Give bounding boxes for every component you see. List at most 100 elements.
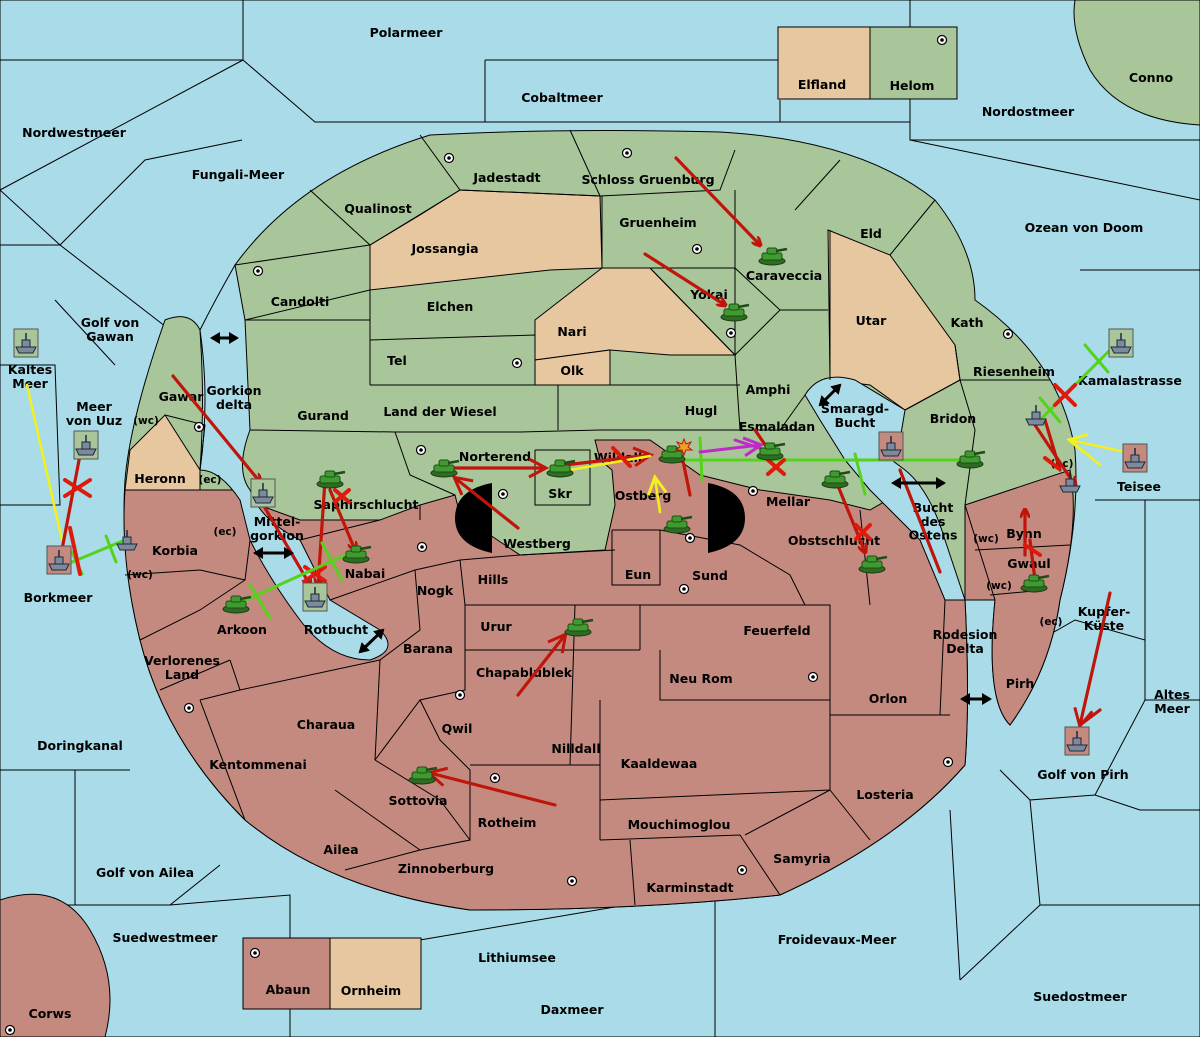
svg-text:Helom: Helom [890, 78, 935, 93]
sea-label: Ozean von Doom [1025, 220, 1144, 235]
territory-bynn-region [964, 469, 1074, 726]
ship-icon [878, 431, 904, 461]
svg-text:Zinnoberburg: Zinnoberburg [398, 861, 494, 876]
territory-ornheim[interactable] [329, 937, 422, 1010]
svg-text:Chapablublek: Chapablublek [476, 665, 573, 680]
svg-text:(ec): (ec) [199, 474, 222, 486]
svg-text:(ec): (ec) [1040, 616, 1063, 628]
svg-text:Hugl: Hugl [685, 403, 718, 418]
svg-text:(wc): (wc) [986, 580, 1012, 592]
sea-label: Nordostmeer [982, 104, 1075, 119]
ship-icon [302, 582, 328, 612]
territory-heronn[interactable] [124, 414, 201, 491]
svg-text:Feuerfeld: Feuerfeld [743, 623, 810, 638]
svg-text:(wc): (wc) [127, 569, 153, 581]
sea-label: Teisee [1117, 479, 1161, 494]
svg-text:Bridon: Bridon [930, 411, 976, 426]
svg-text:(wc): (wc) [973, 533, 999, 545]
svg-text:Losteria: Losteria [856, 787, 913, 802]
sea-label: Golf von Pirh [1037, 767, 1128, 782]
svg-text:Qwil: Qwil [442, 721, 473, 736]
sea-label: Daxmeer [540, 1002, 604, 1017]
svg-text:Amphi: Amphi [746, 382, 791, 397]
territory-conno[interactable] [1073, 0, 1200, 126]
svg-text:Jossangia: Jossangia [410, 241, 478, 256]
svg-text:Qualinost: Qualinost [344, 201, 411, 216]
svg-text:Nabai: Nabai [345, 566, 386, 581]
sea-label: Doringkanal [37, 738, 123, 753]
coast-tags: (wc) (ec) (ec) (wc) (ec) (wc) (wc) (ec) [127, 415, 1073, 628]
svg-text:Westberg: Westberg [503, 536, 571, 551]
sea-label: Kamalastrasse [1078, 373, 1182, 388]
svg-text:Caraveccia: Caraveccia [746, 268, 822, 283]
red-territory-labels: Wildall Ostberg Westberg Obstschlucht Ko… [144, 450, 1051, 997]
svg-text:Sund: Sund [692, 568, 728, 583]
svg-text:Gurand: Gurand [297, 408, 349, 423]
svg-text:Eun: Eun [625, 567, 651, 582]
ship-icon [1064, 726, 1090, 756]
svg-text:Mellar: Mellar [766, 494, 811, 509]
svg-text:Tel: Tel [387, 353, 407, 368]
svg-text:Pirh: Pirh [1006, 676, 1035, 691]
svg-text:Nilldall: Nilldall [551, 741, 600, 756]
sea-label: Corws [29, 1006, 72, 1021]
svg-text:Saphirschlucht: Saphirschlucht [314, 497, 419, 512]
sea-label-mittel: Mittel-gorkion [250, 514, 304, 543]
sea-label: Suedwestmeer [113, 930, 219, 945]
svg-text:Sottovia: Sottovia [389, 793, 448, 808]
green-territory-labels: Jadestadt Schloss Gruenburg Qualinost Gr… [159, 78, 1055, 512]
svg-text:Urur: Urur [480, 619, 512, 634]
svg-text:(wc): (wc) [133, 415, 159, 427]
svg-text:Jadestadt: Jadestadt [472, 170, 540, 185]
svg-text:Mouchimoglou: Mouchimoglou [628, 817, 731, 832]
svg-text:Nogk: Nogk [417, 583, 454, 598]
svg-text:Nari: Nari [557, 324, 586, 339]
svg-text:Kath: Kath [951, 315, 984, 330]
svg-text:Arkoon: Arkoon [217, 622, 267, 637]
territory-corws[interactable] [0, 893, 111, 1037]
sea-label: Lithiumsee [478, 950, 556, 965]
sea-label: Conno [1129, 70, 1174, 85]
sea-label: Suedostmeer [1033, 989, 1127, 1004]
svg-text:Ornheim: Ornheim [341, 983, 401, 998]
svg-text:Skr: Skr [548, 486, 572, 501]
ship-icon [1108, 328, 1134, 358]
ship-icon [13, 328, 39, 358]
svg-text:Hills: Hills [478, 572, 509, 587]
ship-icon [250, 478, 276, 508]
territory-borders-north [164, 129, 1050, 506]
svg-text:Land der Wiesel: Land der Wiesel [383, 404, 496, 419]
sea-label: Borkmeer [24, 590, 94, 605]
explosion-icon [674, 437, 694, 457]
svg-text:Eld: Eld [860, 226, 882, 241]
territory-borders-south [124, 504, 1071, 906]
sea-labels: Polarmeer Cobaltmeer Nordwestmeer Fungal… [8, 25, 1191, 1021]
neutral-territory-labels: Jossangia Nari Olk Utar Heronn Elfland O… [134, 77, 887, 998]
svg-text:Kentommenai: Kentommenai [209, 757, 307, 772]
svg-text:Gruenheim: Gruenheim [619, 215, 696, 230]
smaragd-sea-inlet [804, 376, 966, 601]
order-lines [25, 156, 1127, 807]
svg-text:Neu Rom: Neu Rom [669, 671, 732, 686]
svg-text:Heronn: Heronn [134, 471, 186, 486]
sea-label: Froidevaux-Meer [778, 932, 897, 947]
svg-text:Elfland: Elfland [798, 77, 846, 92]
svg-text:Esmaladan: Esmaladan [739, 419, 815, 434]
svg-text:(ec): (ec) [214, 526, 237, 538]
svg-text:Utar: Utar [856, 313, 888, 328]
svg-text:Schloss Gruenburg: Schloss Gruenburg [581, 172, 714, 187]
svg-text:Korbia: Korbia [152, 543, 198, 558]
svg-text:Abaun: Abaun [266, 982, 311, 997]
svg-text:Kaaldewaa: Kaaldewaa [621, 756, 698, 771]
sea-label: Polarmeer [370, 25, 444, 40]
svg-text:Ailea: Ailea [323, 842, 358, 857]
svg-text:Karminstadt: Karminstadt [646, 880, 733, 895]
svg-text:Ostberg: Ostberg [615, 488, 672, 503]
ship-icon [73, 430, 99, 460]
